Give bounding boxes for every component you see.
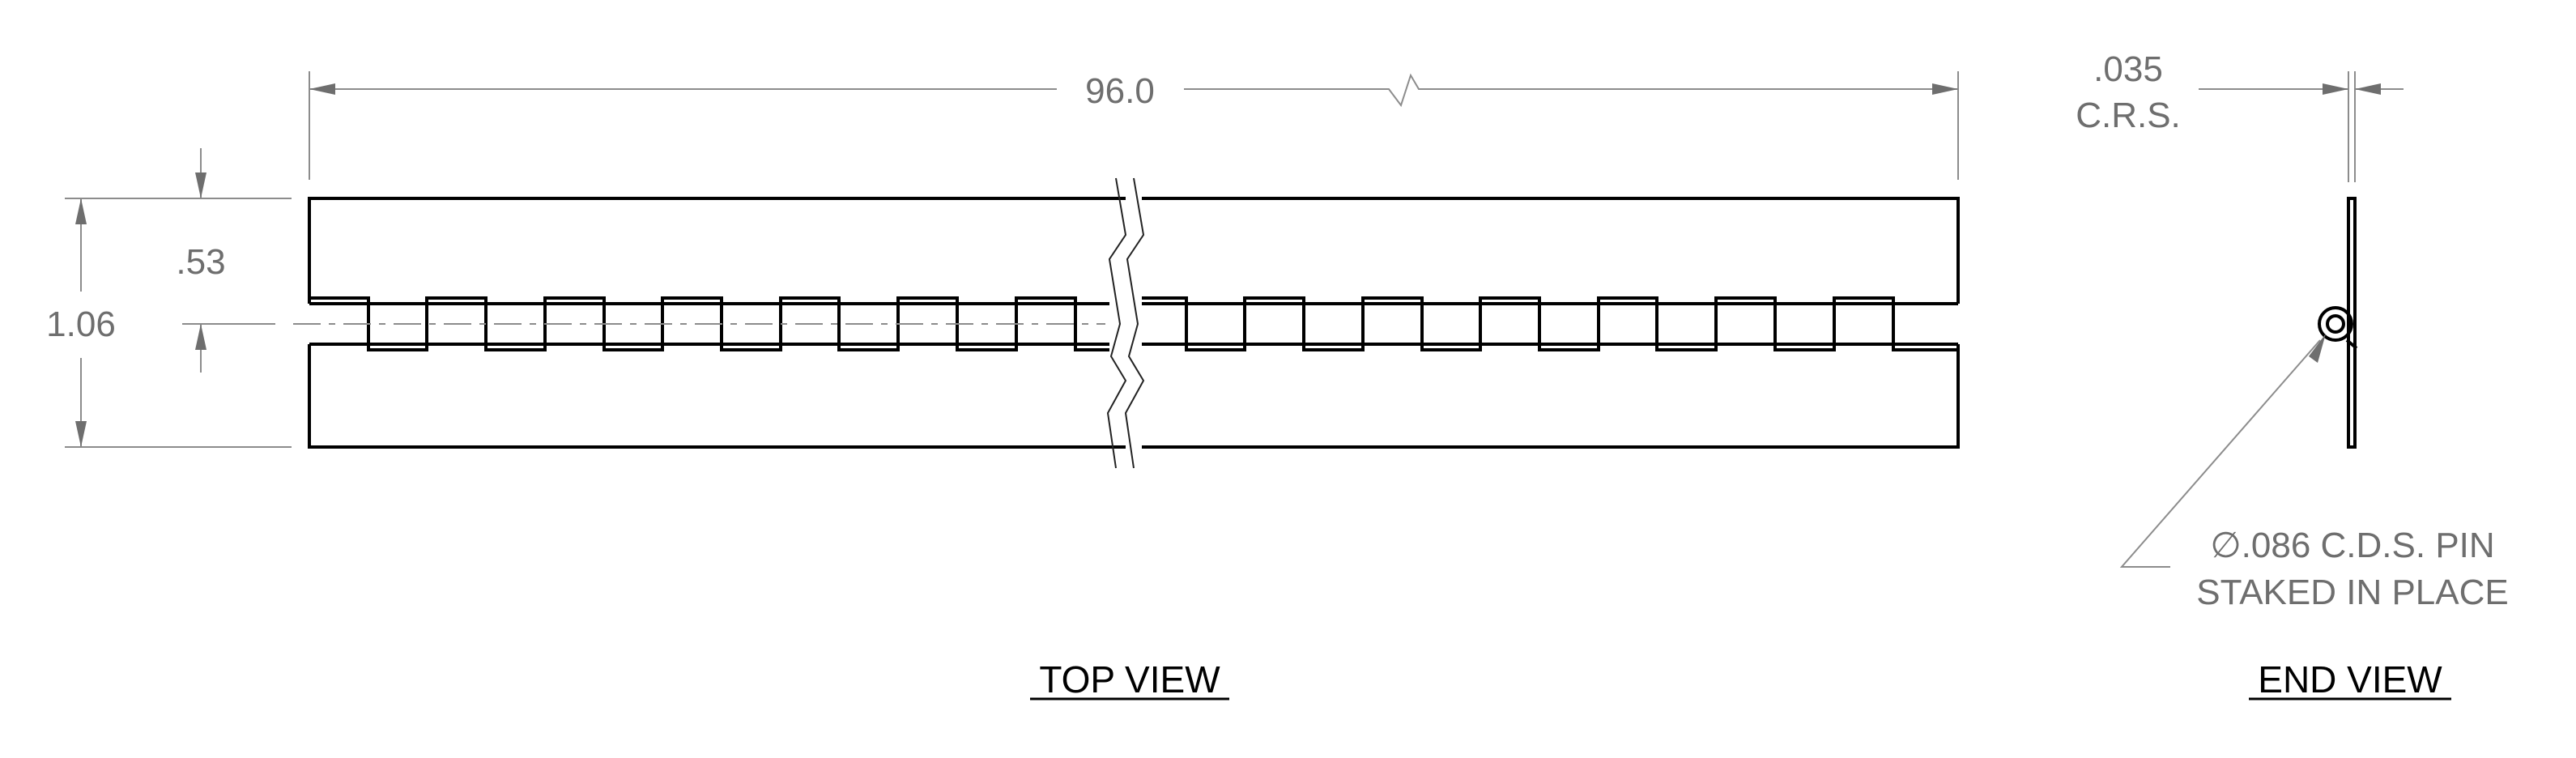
length-arrow-left [309,83,335,95]
top-view-title-text: TOP VIEW [1039,658,1220,701]
end-view-leaf [2347,197,2357,449]
half-width-arrow-top [195,172,207,198]
length-dimension-line [309,73,1958,108]
break-line-right [1124,177,1145,469]
knuckle-pattern-right [1142,296,1958,351]
top-view-title: TOP VIEW [1030,658,1229,701]
end-view-pin [2326,314,2345,334]
break-line-left [1106,177,1127,469]
end-view-title: END VIEW [2249,658,2451,701]
pin-note-line2: STAKED IN PLACE [2196,573,2509,612]
thickness-dimension: .035 C.R.S. [2076,49,2404,182]
end-view-knuckle-outer [2318,306,2353,342]
pin-note: ∅.086 C.D.S. PIN STAKED IN PLACE [2119,334,2509,612]
top-leaf-outline [308,197,1960,304]
bottom-leaf-outline [308,344,1960,449]
material-text: C.R.S. [2076,96,2181,135]
width-dimension-text: 1.06 [46,304,116,344]
pin-note-line1: ∅.086 C.D.S. PIN [2210,526,2494,565]
width-dimension: 1.06 [46,198,292,448]
length-dimension: 96.0 [309,71,1959,180]
end-view-knuckle-tail [2345,339,2358,350]
length-dimension-text: 96.0 [1085,71,1155,111]
end-view [2318,197,2358,449]
thickness-arrow-right [2355,83,2381,95]
thickness-dimension-text: .035 [2093,49,2163,89]
half-width-dimension: .53 [176,148,275,373]
half-width-dimension-text: .53 [176,242,225,282]
pin-note-arrow [2309,334,2326,363]
width-arrow-bottom [75,421,87,447]
half-width-arrow-bottom [195,324,207,350]
top-view [293,177,1960,469]
length-arrow-right [1932,83,1958,95]
pin-note-leader [2119,339,2321,568]
end-view-title-text: END VIEW [2258,658,2442,701]
width-arrow-top [75,198,87,224]
thickness-arrow-left [2323,83,2348,95]
